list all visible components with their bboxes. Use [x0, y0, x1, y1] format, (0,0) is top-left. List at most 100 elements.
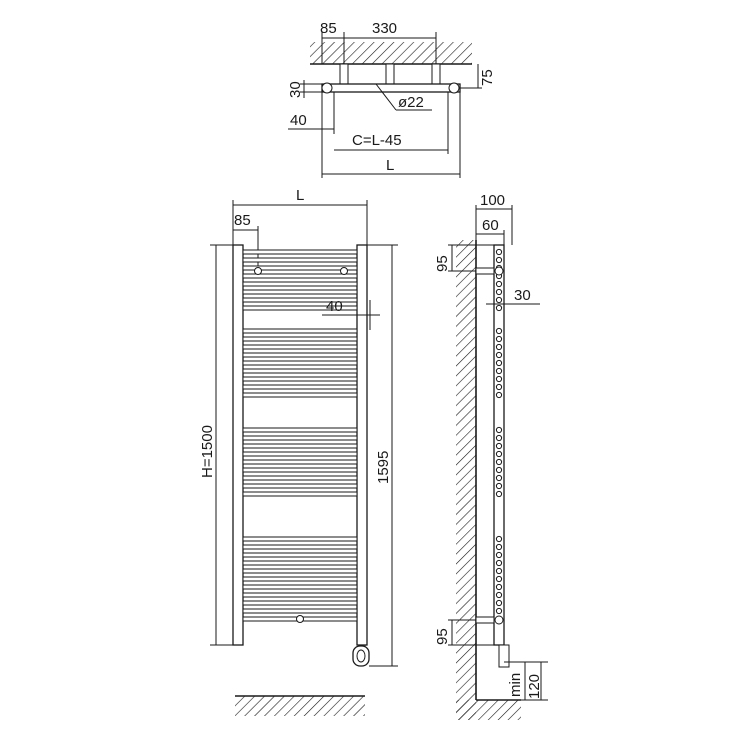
front-left-collector	[232, 244, 244, 646]
top-dim-40-label: 40	[290, 112, 307, 129]
front-tube	[242, 536, 358, 542]
front-tube	[242, 491, 358, 497]
top-radiator-body	[321, 83, 461, 93]
front-tube	[242, 360, 358, 366]
top-wall-hatch	[310, 42, 472, 64]
front-tube	[242, 560, 358, 566]
front-tube	[242, 592, 358, 598]
front-floor-hatch	[235, 696, 365, 716]
side-tube-circle	[495, 458, 503, 466]
side-floor-hatch	[456, 700, 521, 720]
side-tube-circle	[495, 607, 503, 615]
front-tube	[242, 305, 358, 311]
front-tube	[242, 249, 358, 255]
side-bracket-bolt-bottom	[494, 615, 504, 625]
side-tube-circle	[495, 391, 503, 399]
side-tube-circle	[495, 559, 503, 567]
front-dim-total-label: 1595	[375, 451, 392, 484]
front-right-collector	[356, 244, 368, 646]
top-bracket-middle	[385, 63, 395, 85]
side-dim-120-label: 120	[526, 674, 543, 699]
top-dim-30-label: 30	[287, 81, 304, 98]
top-dim-diameter-label: ø22	[398, 94, 424, 111]
front-tube	[242, 483, 358, 489]
front-dim-85-label: 85	[234, 212, 251, 229]
front-tube	[242, 552, 358, 558]
side-bracket-bottom	[475, 616, 495, 624]
side-wall-hatch	[456, 240, 476, 720]
front-tube	[242, 352, 358, 358]
top-dim-75-label: 75	[479, 69, 496, 86]
top-bracket-right	[431, 63, 441, 85]
front-tube	[242, 344, 358, 350]
front-tube	[242, 289, 358, 295]
front-tube	[242, 459, 358, 465]
side-tube-circle	[495, 583, 503, 591]
front-tube	[242, 297, 358, 303]
side-tube-circle	[495, 359, 503, 367]
front-tube	[242, 475, 358, 481]
side-tube-circle	[495, 288, 503, 296]
side-tube-circle	[495, 591, 503, 599]
side-dim-min-label: min	[507, 673, 524, 697]
front-view: L 85 40 H=1500 1595	[199, 187, 398, 716]
side-tube-circle	[495, 383, 503, 391]
front-tube	[242, 467, 358, 473]
front-tube	[242, 336, 358, 342]
side-tube-circle	[495, 442, 503, 450]
side-tube-circle	[495, 296, 503, 304]
side-tube-circle	[495, 426, 503, 434]
side-tube-circle	[495, 375, 503, 383]
front-tube	[242, 281, 358, 287]
side-tube-circle	[495, 482, 503, 490]
side-tube-circle	[495, 551, 503, 559]
side-heating-element	[498, 644, 510, 668]
front-bracket-bolt-left	[254, 267, 262, 275]
top-dim-85-label: 85	[320, 20, 337, 37]
front-bracket-bolt-bottom	[296, 615, 304, 623]
front-dim-l-label: L	[296, 187, 304, 204]
front-tube	[242, 576, 358, 582]
front-tube	[242, 384, 358, 390]
side-dim-100-label: 100	[480, 192, 505, 209]
front-tube	[242, 544, 358, 550]
front-tube	[242, 257, 358, 263]
top-collector-right	[448, 82, 460, 94]
side-tube-circle	[495, 535, 503, 543]
side-tube-circle	[495, 543, 503, 551]
front-dim-40-label: 40	[326, 298, 343, 315]
side-view: 100 60 95 30 95 min 120	[434, 192, 548, 720]
side-tube-circle	[495, 351, 503, 359]
front-tube	[242, 584, 358, 590]
side-bracket-top	[475, 267, 495, 275]
side-dim-95-bottom-label: 95	[434, 628, 451, 645]
front-bracket-bolt-right	[340, 267, 348, 275]
side-tube-circle	[495, 327, 503, 335]
top-dim-c-label: C=L-45	[352, 132, 402, 149]
side-bracket-bolt-top	[494, 266, 504, 276]
front-dim-height-label: H=1500	[199, 425, 216, 478]
side-tube-circle	[495, 280, 503, 288]
side-tube-circle	[495, 343, 503, 351]
diameter-leader	[375, 83, 397, 111]
side-tube-circle	[495, 335, 503, 343]
heating-element-cap	[356, 649, 366, 663]
front-tube	[242, 435, 358, 441]
side-dim-60-label: 60	[482, 217, 499, 234]
front-tube	[242, 368, 358, 374]
side-tube-circle	[495, 434, 503, 442]
side-tube-circle	[495, 466, 503, 474]
side-tube-circle	[495, 490, 503, 498]
side-tube-circle	[495, 256, 503, 264]
top-dim-l-label: L	[386, 157, 394, 174]
side-tube-circle	[495, 367, 503, 375]
top-dim-330-label: 330	[372, 20, 397, 37]
top-collector-left	[321, 82, 333, 94]
front-horizontal-bars	[242, 249, 358, 622]
side-tube-circle	[495, 248, 503, 256]
front-tube	[242, 568, 358, 574]
top-view: 85 330 75 30 ø22 40 C=L-45 L	[287, 20, 496, 178]
front-tube	[242, 608, 358, 614]
top-bracket-left	[339, 63, 349, 85]
